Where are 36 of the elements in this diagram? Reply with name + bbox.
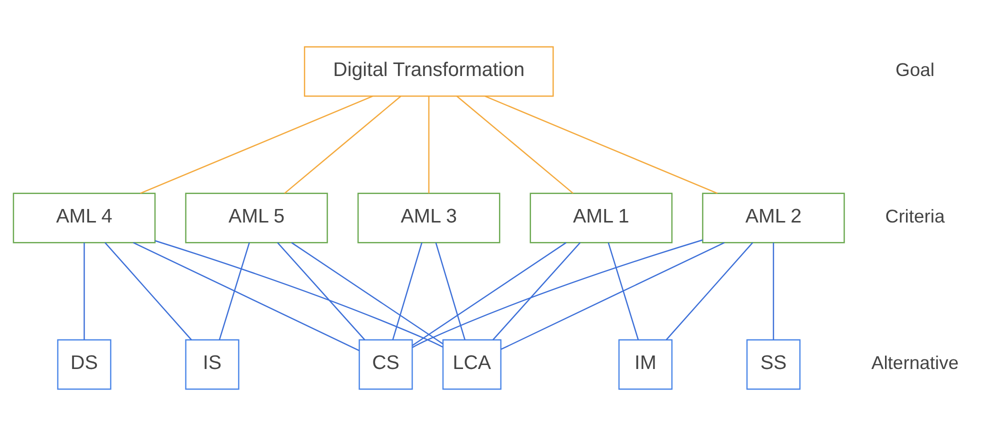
connector (772, 242, 774, 340)
connector (392, 242, 422, 340)
connector (492, 242, 581, 340)
label: Alternative (871, 352, 959, 373)
connector (291, 242, 444, 344)
connector (435, 242, 466, 340)
connector (484, 96, 718, 194)
label: Goal (896, 58, 934, 80)
connector (84, 242, 85, 340)
node-box: IM (618, 339, 673, 390)
label: Criteria (885, 205, 945, 226)
connector (284, 96, 402, 194)
connector (666, 242, 754, 340)
node-box: AML 4 (12, 192, 156, 244)
connector (218, 242, 250, 340)
connector (154, 240, 443, 348)
node-box: AML 5 (185, 192, 328, 244)
node-box: AML 3 (357, 192, 500, 244)
connector (456, 96, 574, 194)
node-box: Digital Transformation (304, 46, 554, 97)
node-box: DS (57, 339, 112, 390)
connector (428, 96, 430, 194)
connector (133, 242, 360, 352)
connector (104, 242, 192, 340)
connector (140, 96, 373, 194)
node-box: CS (358, 339, 413, 390)
node-box: SS (746, 339, 801, 390)
connector (412, 242, 566, 346)
connector (500, 242, 725, 350)
connector (277, 242, 366, 340)
node-box: IS (185, 339, 240, 390)
connector (412, 239, 703, 348)
node-box: AML 2 (702, 192, 845, 244)
node-box: AML 1 (530, 192, 673, 244)
connector (608, 242, 639, 340)
node-box: LCA (442, 339, 502, 390)
